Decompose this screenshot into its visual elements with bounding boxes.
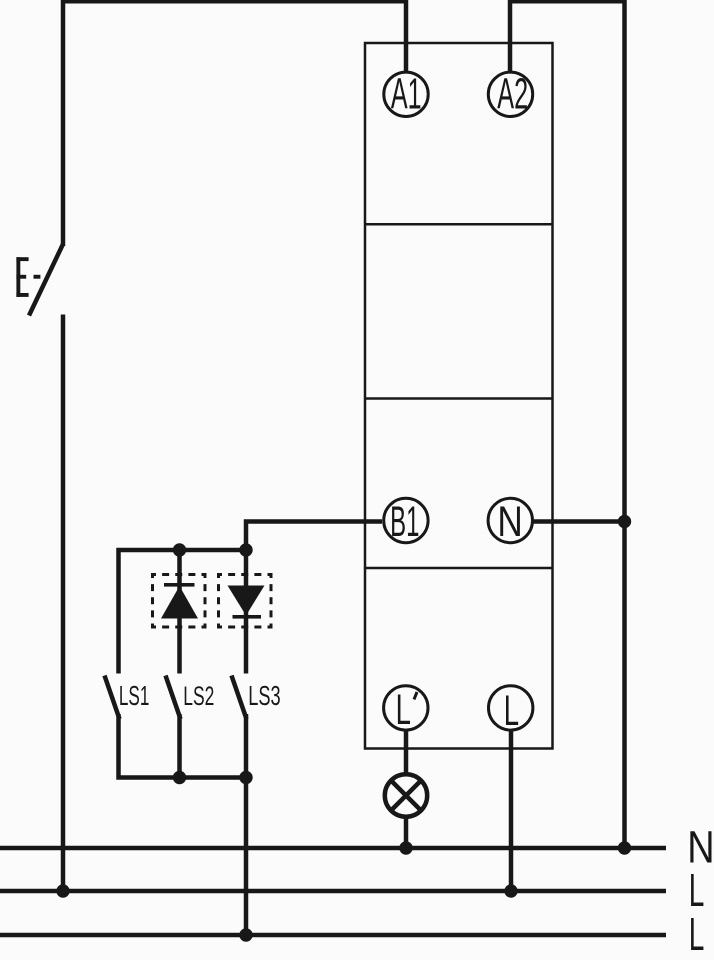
svg-text:B1: B1 xyxy=(390,498,419,546)
svg-text:A2: A2 xyxy=(497,69,528,118)
svg-text:A1: A1 xyxy=(391,69,422,118)
svg-text:LS2: LS2 xyxy=(183,680,214,711)
svg-text:N: N xyxy=(497,497,522,545)
svg-text:LS3: LS3 xyxy=(248,680,280,711)
svg-text:L: L xyxy=(689,910,705,960)
svg-text:L: L xyxy=(504,686,519,735)
svg-text:N: N xyxy=(687,821,714,872)
svg-text:L: L xyxy=(689,866,705,917)
svg-text:LS1: LS1 xyxy=(119,680,149,711)
svg-text:L: L xyxy=(396,685,411,734)
